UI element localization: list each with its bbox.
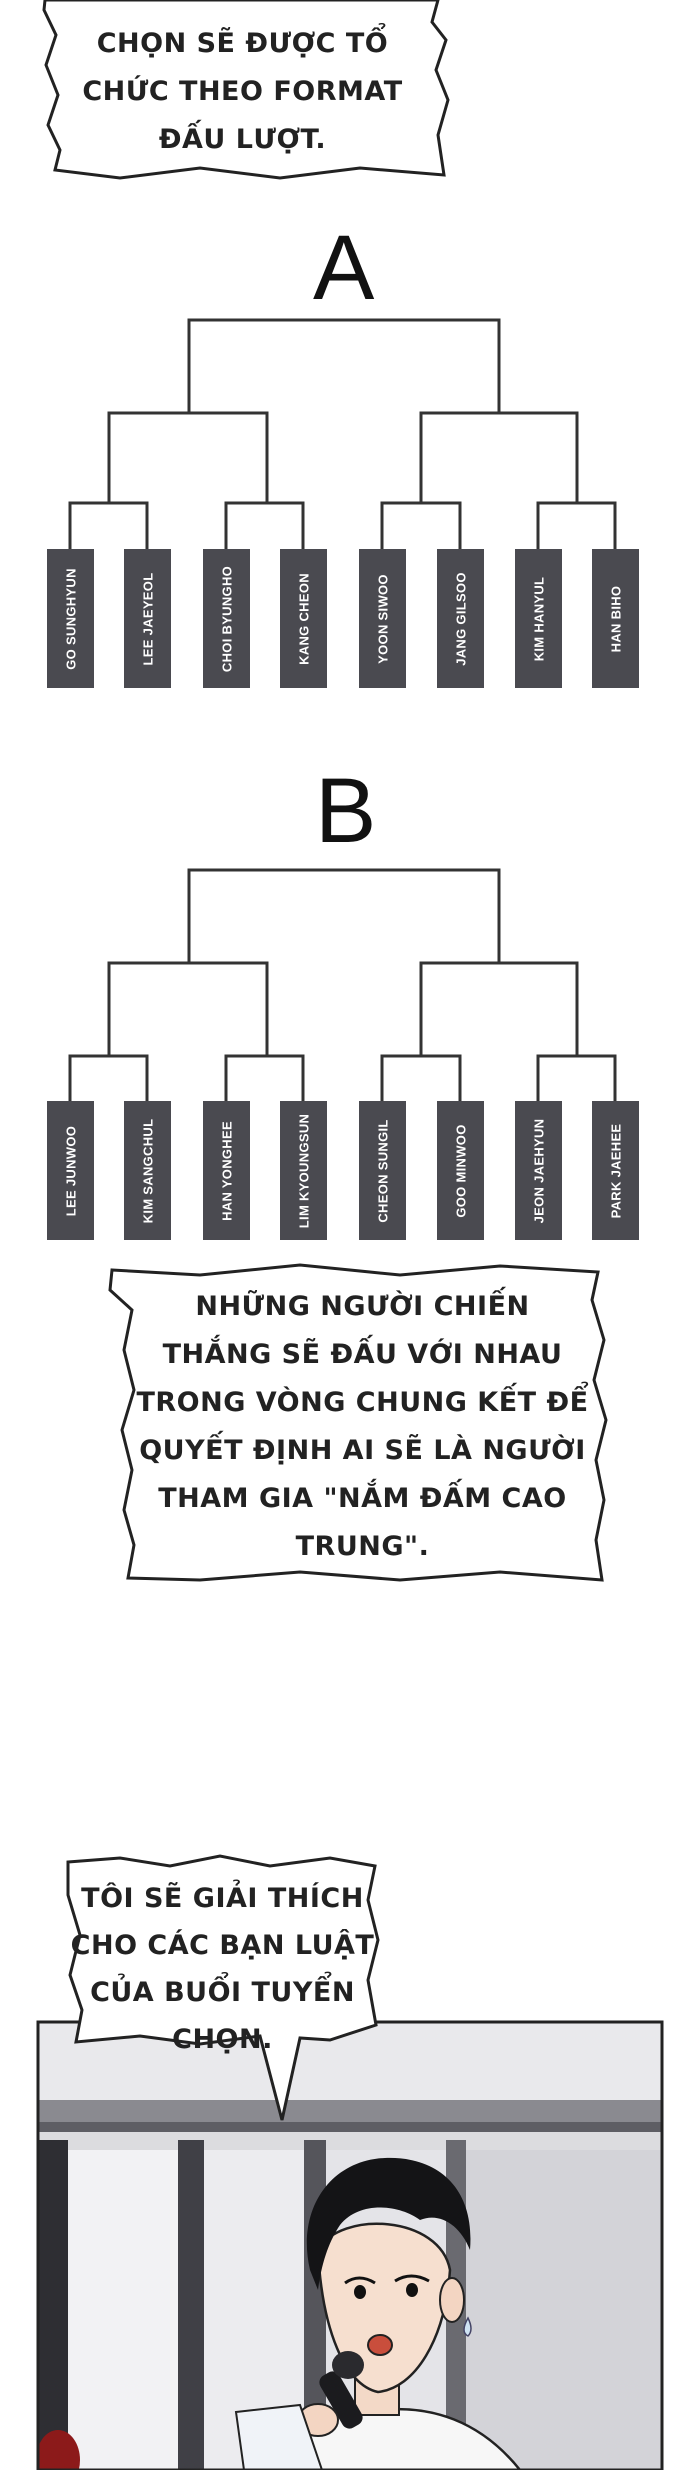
middle-caption-line: TRUNG". — [295, 1531, 430, 1562]
bracket-a-player: YOON SIWOO — [359, 549, 406, 688]
top-caption-text: CHỌN SẼ ĐƯỢC TỔ CHỨC THEO FORMAT ĐẤU LƯỢ… — [50, 20, 435, 164]
bracket-a-player: LEE JAEYEOL — [124, 549, 171, 688]
speech-bubble — [66, 1854, 380, 2121]
speech-bubble-line: CHO CÁC BẠN LUẬT — [70, 1930, 375, 1961]
middle-caption-line: QUYẾT ĐỊNH AI SẼ LÀ NGƯỜI — [139, 1435, 586, 1466]
bracket-a-player: KIM HANYUL — [515, 549, 562, 688]
bracket-a-player: HAN BIHO — [592, 549, 639, 688]
top-caption-line: ĐẤU LƯỢT. — [158, 124, 327, 155]
bracket-a-player: CHOI BYUNGHO — [203, 549, 250, 688]
middle-caption-line: THẮNG SẼ ĐẤU VỚI NHAU — [162, 1339, 563, 1370]
speech-bubble-line: CỦA BUỔI TUYỂN — [90, 1977, 355, 2008]
middle-caption-line: NHỮNG NGƯỜI CHIẾN — [195, 1291, 530, 1322]
bracket-b-player: GOO MINWOO — [437, 1101, 484, 1240]
bracket-b-player: CHEON SUNGIL — [359, 1101, 406, 1240]
bracket-a-player: KANG CHEON — [280, 549, 327, 688]
top-caption-line: CHỌN SẼ ĐƯỢC TỔ — [96, 28, 389, 59]
bracket-b-player: LEE JUNWOO — [47, 1101, 94, 1240]
middle-caption-bubble — [108, 1263, 608, 1582]
speech-bubble-line: TÔI SẼ GIẢI THÍCH — [81, 1883, 364, 1914]
bracket-a-lines — [68, 318, 617, 552]
speech-bubble-line: CHỌN. — [172, 2024, 273, 2055]
speech-bubble-text: TÔI SẼ GIẢI THÍCH CHO CÁC BẠN LUẬT CỦA B… — [70, 1875, 375, 2063]
bracket-b-label: B — [315, 760, 377, 862]
middle-caption-line: THAM GIA "NẮM ĐẤM CAO — [158, 1483, 567, 1514]
top-caption-line: CHỨC THEO FORMAT — [82, 76, 403, 107]
bracket-a-player: JANG GILSOO — [437, 549, 484, 688]
bracket-b-player: PARK JAEHEE — [592, 1101, 639, 1240]
bracket-a-label: A — [313, 217, 375, 319]
bracket-b-player: KIM SANGCHUL — [124, 1101, 171, 1240]
bracket-b-player: LIM KYOUNGSUN — [280, 1101, 327, 1240]
top-caption-bubble — [42, 0, 450, 180]
bracket-b-lines — [68, 868, 617, 1105]
bracket-b-player: HAN YONGHEE — [203, 1101, 250, 1240]
middle-caption-line: TRONG VÒNG CHUNG KẾT ĐỂ — [136, 1387, 589, 1418]
bracket-a-player: GO SUNGHYUN — [47, 549, 94, 688]
bracket-b-player: JEON JAEHYUN — [515, 1101, 562, 1240]
middle-caption-text: NHỮNG NGƯỜI CHIẾN THẮNG SẼ ĐẤU VỚI NHAU … — [130, 1283, 595, 1571]
